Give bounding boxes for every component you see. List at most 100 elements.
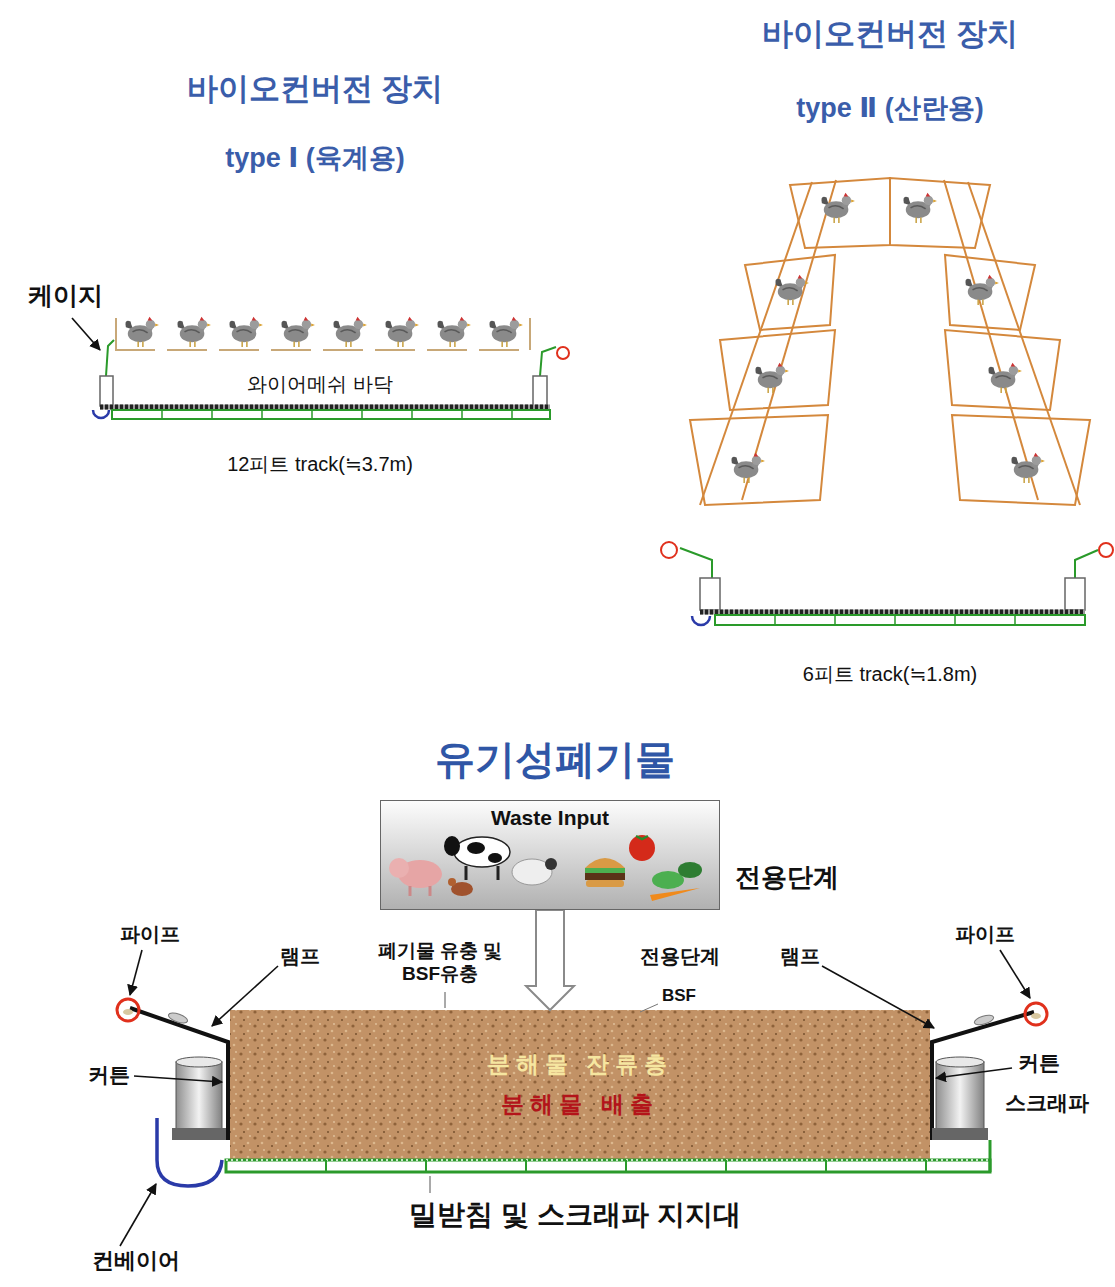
pipe-lamp [123, 1009, 133, 1015]
pipe-lamp [1031, 1013, 1041, 1019]
hen-icon [125, 317, 158, 347]
hen-icon [385, 317, 418, 347]
lamp-arm [130, 1008, 228, 1140]
cow [466, 866, 498, 880]
part-name: 커튼 [1018, 1050, 1060, 1075]
leader-arrow [1000, 950, 1030, 998]
leader-line [445, 992, 446, 1008]
cow [488, 853, 502, 863]
hen-icon [731, 453, 764, 483]
leader-line [640, 1004, 658, 1012]
substrate-bed: 분해물 잔류층분해물 배출 [230, 1010, 930, 1160]
leader-arrow [120, 1184, 156, 1246]
part-name: 컨베이어 [92, 1248, 180, 1274]
part-name: 파이프 [955, 922, 1015, 946]
hen-icon [965, 275, 998, 305]
sheep [512, 859, 552, 885]
lamp [973, 1013, 994, 1026]
burger [585, 858, 625, 868]
cylinder [176, 1057, 222, 1067]
frame-leg [968, 182, 1080, 505]
tray-end [989, 1140, 992, 1172]
tray-divider [162, 410, 512, 419]
dimension: 12피트 track(≒3.7m) [227, 452, 413, 476]
cow [444, 836, 460, 856]
pipe-circle [557, 347, 569, 359]
cage [720, 330, 835, 410]
leader-line [430, 1176, 431, 1193]
lamp-arm [932, 1012, 1034, 1140]
cage [945, 330, 1060, 410]
hen-icon [333, 317, 366, 347]
trough [93, 410, 109, 418]
mesh-floor [100, 405, 550, 410]
hen-icon [821, 193, 854, 223]
section-subtitle: type Ⅰ (육계용) [225, 142, 405, 174]
hen-icon [437, 317, 470, 347]
hen-icon [903, 193, 936, 223]
part-name: 램프 [280, 944, 320, 968]
input-box: Waste Input [380, 800, 720, 910]
cylinder [176, 1062, 222, 1130]
section-title: 바이오컨버전 장치 [762, 15, 1019, 52]
hen-icon [229, 317, 262, 347]
trough [692, 616, 710, 625]
cow [454, 837, 510, 867]
mesh-line [226, 1159, 990, 1161]
tomato [636, 836, 648, 839]
hen-icon [775, 275, 808, 305]
chicken [451, 882, 473, 896]
chicken [448, 878, 456, 886]
part-name: 파이프 [120, 922, 180, 946]
hen-icon [1011, 453, 1044, 483]
leader-arrow [134, 1076, 222, 1082]
pipe-circle [1025, 1003, 1047, 1025]
hen-icon [489, 317, 522, 347]
mesh-floor [700, 610, 1085, 615]
part-name: 밀받침 및 스크래파 지지대 [409, 1198, 740, 1232]
part-name: 커튼 [88, 1062, 130, 1087]
frame-leg [700, 182, 812, 505]
section-subtitle: type Ⅱ (산란용) [796, 92, 983, 124]
input-box-ground [380, 800, 720, 910]
pig [410, 886, 430, 896]
conveyor-trough [157, 1118, 222, 1186]
cage-frame [690, 178, 1090, 505]
pipe-circle [117, 999, 139, 1021]
node-heading: Waste Input [491, 805, 609, 830]
hen-icon [177, 317, 210, 347]
hen-icon [755, 363, 788, 393]
mesh-floor [100, 405, 550, 410]
part-name: 램프 [780, 944, 820, 968]
cylinder [936, 1062, 984, 1130]
tray-divider [775, 615, 1015, 625]
substrate-bed-ground [230, 1010, 930, 1160]
section-title: 바이오컨버전 장치 [187, 70, 444, 107]
frame-leg [742, 180, 836, 500]
tray-divider [326, 1160, 926, 1172]
cylinder [936, 1057, 984, 1067]
cage [952, 415, 1090, 505]
stage-name: 전용단계 [735, 862, 839, 893]
leader-arrow [822, 966, 934, 1028]
part-name: 케이지 [28, 280, 103, 310]
cage [745, 255, 835, 330]
pipe-circle [1099, 543, 1113, 557]
frame-leg [944, 180, 1038, 500]
part-name: BSF [662, 986, 696, 1006]
green-hook [1075, 550, 1098, 578]
cage [790, 178, 890, 248]
node-text: 분해물 배출 [501, 1091, 658, 1119]
pipe-circle [661, 542, 677, 558]
cylinder-base [932, 1128, 988, 1140]
dimension: 6피트 track(≒1.8m) [803, 662, 978, 686]
part-name: 스크래파 [1005, 1090, 1089, 1115]
sheep [545, 858, 557, 870]
green-hook [680, 548, 712, 578]
pig [398, 860, 442, 888]
end-box [533, 376, 547, 406]
cage-post [529, 318, 531, 350]
hen-icon [988, 363, 1021, 393]
green-hook [106, 340, 114, 376]
